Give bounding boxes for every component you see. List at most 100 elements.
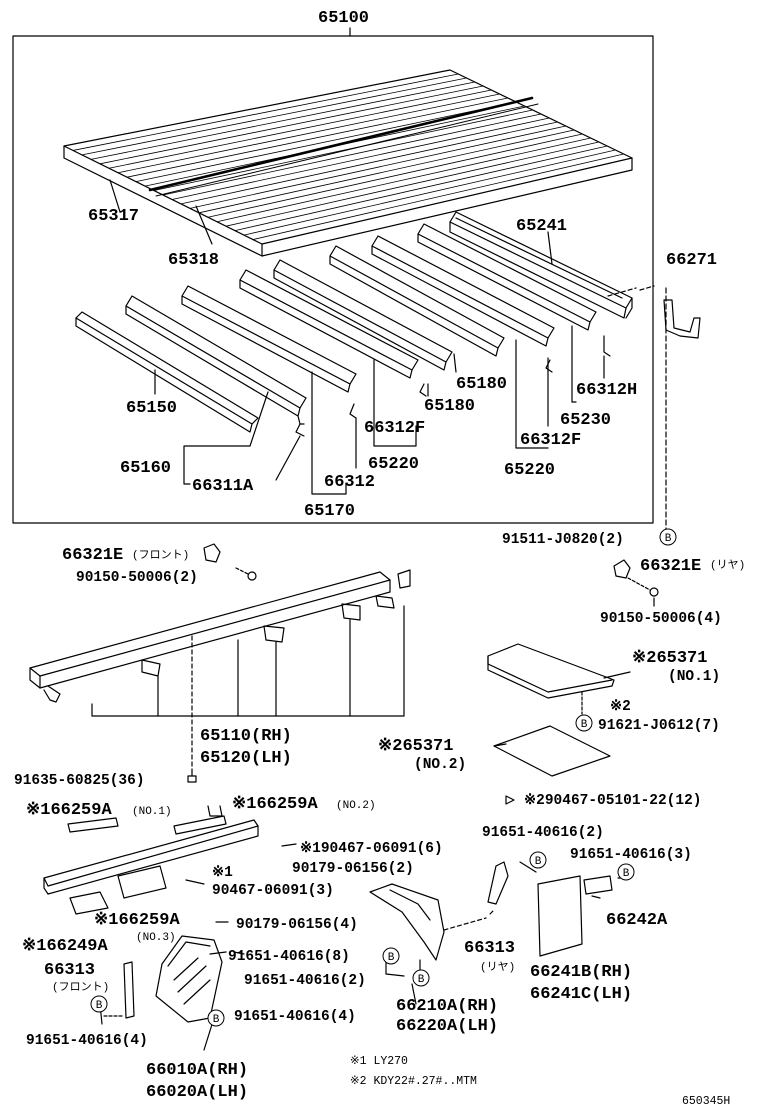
clip-66312H — [603, 335, 611, 357]
label-90467-mark: ※1 — [212, 864, 233, 881]
deck-rib — [189, 125, 567, 209]
deck-rib — [198, 129, 575, 214]
label-91511: 91511-J0820(2) — [502, 532, 624, 548]
cross-member-65170 — [181, 285, 357, 393]
label-66321E-front: 66321E — [62, 546, 123, 565]
footnotes: ※1 LY270 ※2 KDY22#.27#..MTM 650345H — [350, 1055, 730, 1108]
cross-member-65230 — [417, 223, 597, 331]
deck-rib — [117, 93, 501, 174]
label-65317: 65317 — [88, 207, 139, 226]
callout-b-91621: B — [575, 714, 593, 732]
label-65371-no1: ※265371 — [632, 649, 707, 668]
label-91621: 91621-J0612(7) — [598, 718, 720, 734]
callout-b-group: B B B B B B B B — [90, 528, 677, 1027]
fender-66010A — [155, 935, 223, 1023]
deck-rib — [72, 73, 459, 151]
label-66241B: 66241B(RH) — [530, 963, 632, 982]
mudflap-66249A — [69, 891, 109, 915]
deck-rib — [225, 141, 600, 227]
deck-rib — [135, 101, 517, 183]
label-65100: 65100 — [318, 9, 369, 28]
callout-b-91651-4b: B — [207, 1009, 225, 1027]
label-91651-3: 91651-40616(3) — [570, 847, 692, 863]
bottom-labels: ※166259A (NO.1) ※166259A (NO.2) ※190467-… — [22, 795, 692, 1102]
svg-text:B: B — [418, 974, 425, 986]
label-66321E-rear: 66321E — [640, 557, 701, 576]
panel-66241B — [537, 875, 583, 957]
label-65150: 65150 — [126, 399, 177, 418]
label-65371-no1-sub: (NO.1) — [668, 669, 720, 685]
deck-rib — [162, 113, 542, 196]
label-290467: ※290467-05101-22(12) — [524, 792, 701, 809]
bolt-90150-2 — [235, 567, 257, 581]
deck-rib — [171, 117, 550, 200]
label-66312F-a: 66312F — [364, 419, 425, 438]
svg-text:B: B — [581, 719, 588, 731]
label-66259A-no1: ※166259A — [26, 801, 112, 820]
label-66210A: 66210A(RH) — [396, 997, 498, 1016]
clip-66321E-front — [203, 543, 221, 563]
callout-b-91511: B — [659, 528, 677, 546]
label-190467: ※190467-06091(6) — [300, 840, 443, 857]
label-91651-4b: 91651-40616(4) — [234, 1009, 356, 1025]
label-65371-no2-sub: (NO.2) — [414, 757, 466, 773]
svg-text:B: B — [665, 533, 672, 545]
label-66313-front: 66313 — [44, 961, 95, 980]
mudflap-66259A-no3 — [117, 865, 167, 899]
label-65371-no2: ※265371 — [378, 737, 453, 756]
svg-text:B: B — [388, 952, 395, 964]
rail-66259A-no1 — [67, 817, 119, 833]
clip-66321E-rear — [613, 559, 631, 579]
top-labels: 65100 65317 65318 65241 66271 65150 6518… — [88, 9, 717, 521]
label-90150-2: 90150-50006(2) — [76, 570, 198, 586]
screw-290467 — [505, 795, 515, 805]
label-90150-4: 90150-50006(4) — [600, 611, 722, 627]
label-65220-b: 65220 — [504, 461, 555, 480]
label-91621-mark: ※2 — [610, 698, 631, 715]
label-66313-front-sub: (フロント) — [52, 981, 109, 994]
clip-66312 — [349, 403, 357, 419]
label-91651-2b: 91651-40616(2) — [244, 973, 366, 989]
label-65160: 65160 — [120, 459, 171, 478]
label-66220A: 66220A(LH) — [396, 1017, 498, 1036]
bolt-90150-4 — [627, 577, 659, 597]
deck-rib — [207, 133, 583, 218]
middle-labels: 91511-J0820(2) 66321E (フロント) 90150-50006… — [14, 532, 745, 809]
clip-66311A — [295, 423, 305, 437]
label-66321E-front-sub: (フロント) — [132, 549, 189, 562]
label-66020A: 66020A(LH) — [146, 1083, 248, 1102]
label-66259A-no3-sub: (NO.3) — [136, 932, 176, 944]
label-65110: 65110(RH) — [200, 727, 292, 746]
label-65230: 65230 — [560, 411, 611, 430]
cross-member-65150 — [75, 311, 259, 433]
svg-text:B: B — [213, 1014, 220, 1026]
deck-floor-panel — [63, 69, 633, 257]
label-91651-8: 91651-40616(8) — [228, 949, 350, 965]
label-66241C: 66241C(LH) — [530, 985, 632, 1004]
label-65180-a: 65180 — [456, 375, 507, 394]
deck-rib — [252, 153, 625, 240]
plate-65371-no1 — [487, 643, 615, 699]
deck-rib — [108, 89, 492, 169]
cross-member-65241 — [449, 211, 633, 319]
cross-member-65180-b — [329, 245, 505, 357]
label-65180-b: 65180 — [424, 397, 475, 416]
label-66259A-no2-sub: (NO.2) — [336, 800, 376, 812]
label-66312F-b: 66312F — [520, 431, 581, 450]
deck-rib — [234, 145, 608, 232]
support-beam — [43, 805, 259, 895]
callout-b-91651-8: B — [382, 947, 400, 965]
svg-text:B: B — [535, 856, 542, 868]
label-91651-4a: 91651-40616(4) — [26, 1033, 148, 1049]
deck-rib — [216, 137, 592, 223]
callout-b-91651-3: B — [617, 863, 635, 881]
deck-rib — [243, 149, 616, 236]
svg-text:B: B — [96, 1000, 103, 1012]
side-rail-65110 — [29, 569, 411, 703]
label-65120: 65120(LH) — [200, 749, 292, 768]
rail-66259A-no2 — [173, 815, 227, 835]
label-90179-4: 90179-06156(4) — [236, 917, 358, 933]
clip-66312F-a — [419, 383, 427, 397]
deck-rib — [90, 81, 476, 160]
